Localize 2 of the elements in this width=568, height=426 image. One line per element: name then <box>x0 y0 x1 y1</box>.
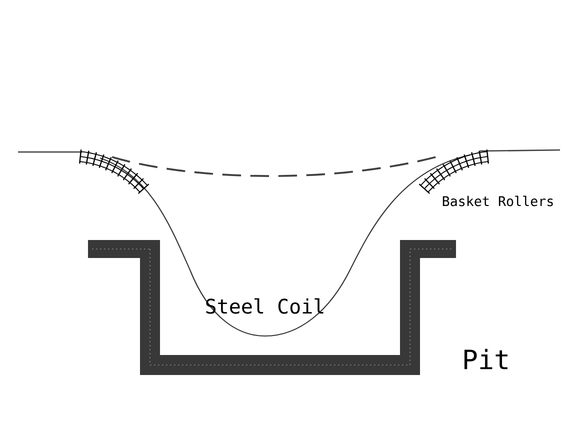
label: Basket Rollers <box>442 196 553 206</box>
label: Pit <box>464 348 508 370</box>
